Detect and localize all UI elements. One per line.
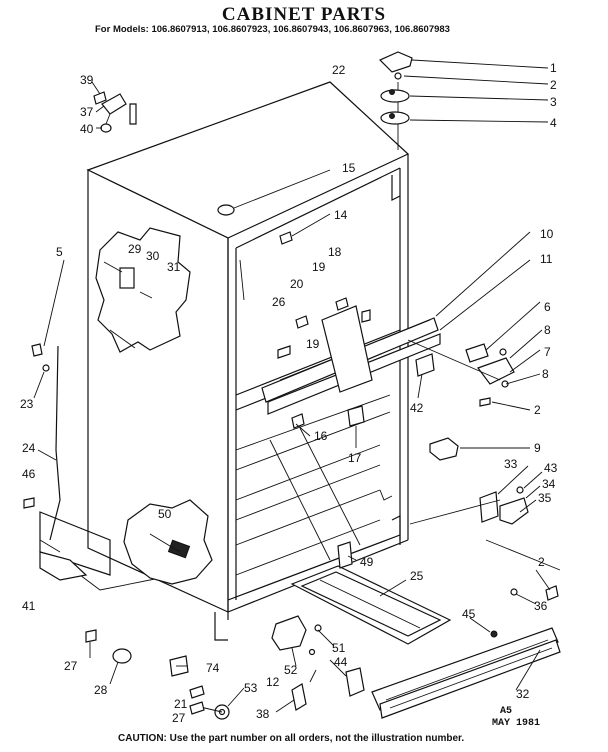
- callout-27b: 27: [172, 711, 186, 725]
- callout-8a: 8: [544, 323, 551, 337]
- callout-49: 49: [360, 555, 374, 569]
- callout-42: 42: [410, 401, 424, 415]
- callout-52: 52: [284, 663, 298, 677]
- callout-4: 4: [550, 116, 557, 130]
- callout-18: 18: [328, 245, 342, 259]
- callout-labels: 1 2 3 4 22 39 37 40 15 14 10 11 5 29 30 …: [20, 61, 558, 725]
- front-grille: [371, 627, 561, 719]
- leader-lines: [33, 59, 551, 713]
- bracket-9: [429, 437, 459, 461]
- callout-74: 74: [206, 661, 220, 675]
- callout-26: 26: [272, 295, 286, 309]
- caution-note: CAUTION: Use the part number on all orde…: [118, 733, 465, 744]
- callout-40: 40: [80, 122, 94, 136]
- callout-28: 28: [94, 683, 108, 697]
- left-side-parts: [23, 343, 88, 581]
- callout-10: 10: [540, 227, 554, 241]
- callout-3: 3: [550, 95, 557, 109]
- callout-32: 32: [516, 687, 530, 701]
- callout-34: 34: [542, 477, 556, 491]
- stamp-date: MAY 1981: [492, 718, 541, 729]
- callout-50: 50: [158, 507, 172, 521]
- model-numbers: For Models: 106.8607913, 106.8607923, 10…: [95, 24, 450, 35]
- callout-15: 15: [342, 161, 356, 175]
- callout-31: 31: [167, 260, 181, 274]
- callout-36: 36: [534, 599, 548, 613]
- callout-45: 45: [462, 607, 476, 621]
- left-top-parts: [93, 91, 137, 133]
- callout-19b: 19: [306, 337, 320, 351]
- stamp-code: A5: [500, 706, 513, 717]
- callout-29: 29: [128, 242, 142, 256]
- callout-16: 16: [314, 429, 328, 443]
- callout-38: 38: [256, 707, 270, 721]
- right-lower-hinge: [409, 486, 561, 571]
- callout-14: 14: [334, 208, 348, 222]
- callout-33: 33: [504, 457, 518, 471]
- callout-1: 1: [550, 61, 557, 75]
- callout-5: 5: [56, 245, 63, 259]
- callout-2c: 2: [538, 555, 545, 569]
- lower-small-parts: [85, 585, 559, 720]
- callout-9: 9: [534, 441, 541, 455]
- callout-7: 7: [544, 345, 551, 359]
- callout-2: 2: [550, 78, 557, 92]
- callout-19a: 19: [312, 260, 326, 274]
- diagram-title: CABINET PARTS: [221, 4, 387, 25]
- callout-27a: 27: [64, 659, 78, 673]
- callout-37: 37: [80, 105, 94, 119]
- callout-25: 25: [410, 569, 424, 583]
- callout-6: 6: [544, 300, 551, 314]
- callout-24: 24: [22, 441, 36, 455]
- detail-bubble-bottom: [123, 499, 213, 585]
- callout-39: 39: [80, 73, 94, 87]
- callout-12: 12: [266, 675, 280, 689]
- callout-8b: 8: [542, 367, 549, 381]
- callout-20: 20: [290, 277, 304, 291]
- callout-11: 11: [540, 252, 553, 266]
- callout-46: 46: [22, 467, 36, 481]
- callout-35: 35: [538, 491, 552, 505]
- callout-23: 23: [20, 397, 34, 411]
- callout-43: 43: [544, 461, 558, 475]
- detail-bubble-top: [95, 227, 191, 353]
- callout-17: 17: [348, 451, 362, 465]
- callout-51: 51: [332, 641, 346, 655]
- callout-44: 44: [334, 655, 348, 669]
- callout-30: 30: [146, 249, 160, 263]
- callout-53: 53: [244, 681, 258, 695]
- drain-pan: [290, 565, 452, 645]
- middle-hinge-parts: [465, 343, 515, 407]
- callout-41: 41: [22, 599, 36, 613]
- middle-parts: [217, 204, 501, 569]
- top-hinge-parts: [378, 51, 413, 150]
- callout-2b: 2: [534, 403, 541, 417]
- callout-21: 21: [174, 697, 188, 711]
- callout-22: 22: [332, 63, 346, 77]
